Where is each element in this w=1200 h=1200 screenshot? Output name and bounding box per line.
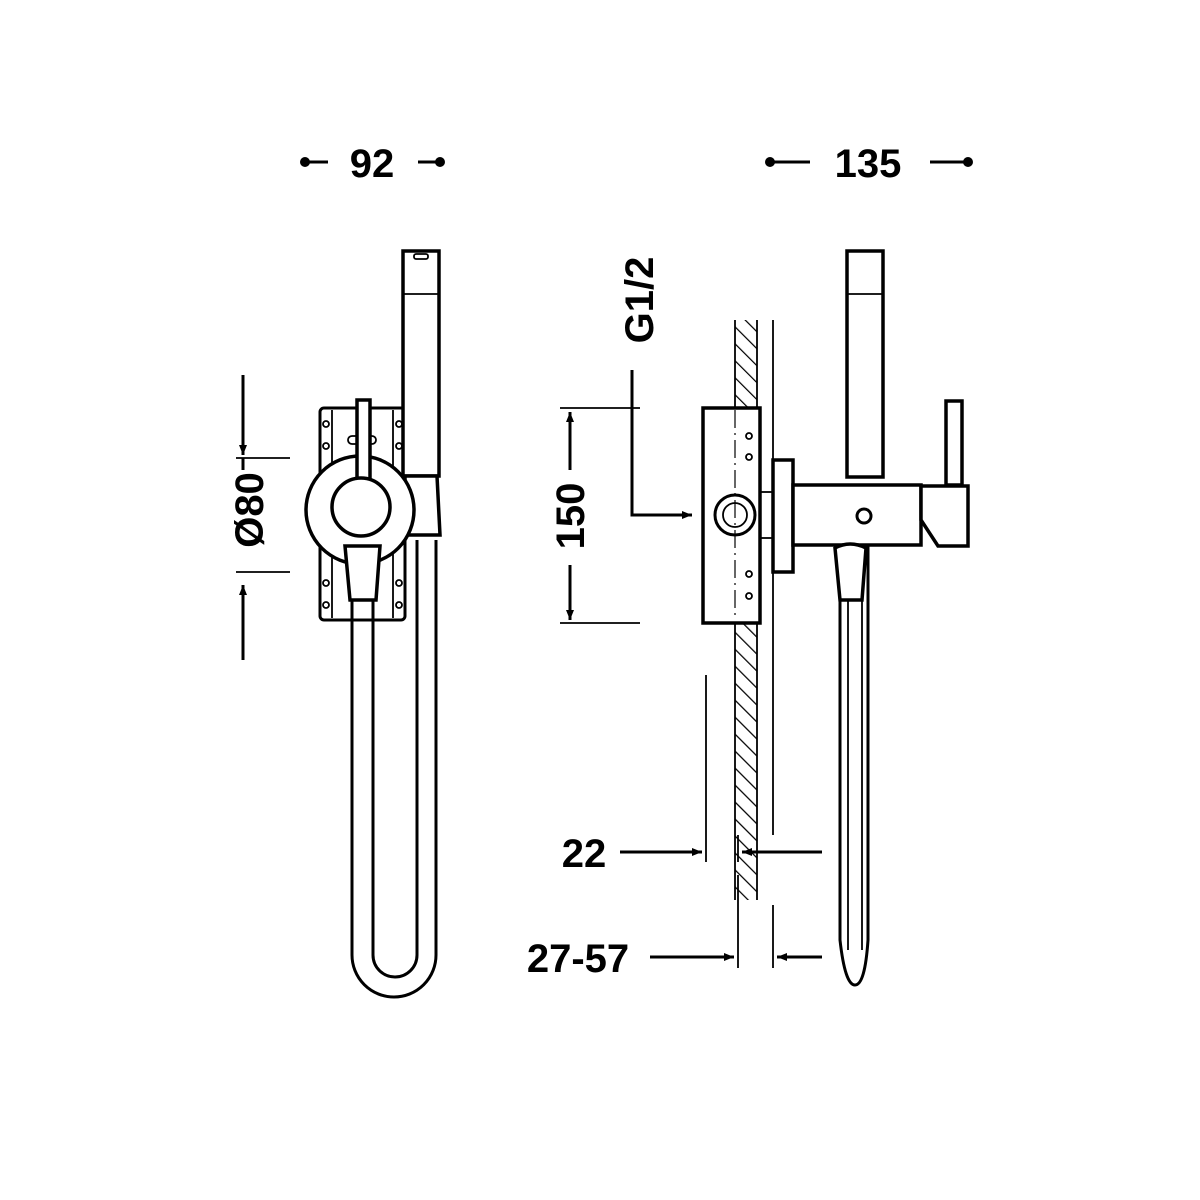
dimension-o80: Ø80 xyxy=(228,375,290,660)
flange xyxy=(771,458,795,574)
dim-135-label: 135 xyxy=(835,142,902,186)
dim-150-label: 150 xyxy=(549,483,593,550)
dimension-22: 22 xyxy=(562,675,822,876)
dim-92-label: 92 xyxy=(350,142,395,186)
embedded-box xyxy=(701,406,762,625)
hose-inner xyxy=(371,540,419,979)
front-view: 92 Ø80 xyxy=(228,142,445,999)
dim-o80-label: Ø80 xyxy=(228,472,272,548)
dimension-135: 135 xyxy=(765,142,973,186)
hand-shower-side xyxy=(845,249,885,479)
dimension-g12: G1/2 xyxy=(618,257,692,519)
dim-g12-label: G1/2 xyxy=(618,257,662,344)
dim-22-label: 22 xyxy=(562,832,607,876)
dimension-150: 150 xyxy=(549,407,640,624)
side-view: 135 G1/2 xyxy=(527,142,973,987)
dimension-92: 92 xyxy=(300,142,445,186)
lever-side xyxy=(944,399,964,487)
hand-shower xyxy=(401,249,441,478)
dim-27-57-label: 27-57 xyxy=(527,937,629,981)
hose-outer xyxy=(350,540,438,999)
dimension-27-57: 27-57 xyxy=(527,875,822,981)
g12-connection xyxy=(713,493,757,537)
hose-side xyxy=(838,540,870,987)
hose-nozzle xyxy=(343,544,382,602)
mixer-body xyxy=(330,476,392,538)
hose-nozzle-side xyxy=(833,542,868,602)
lever-block xyxy=(919,484,970,548)
